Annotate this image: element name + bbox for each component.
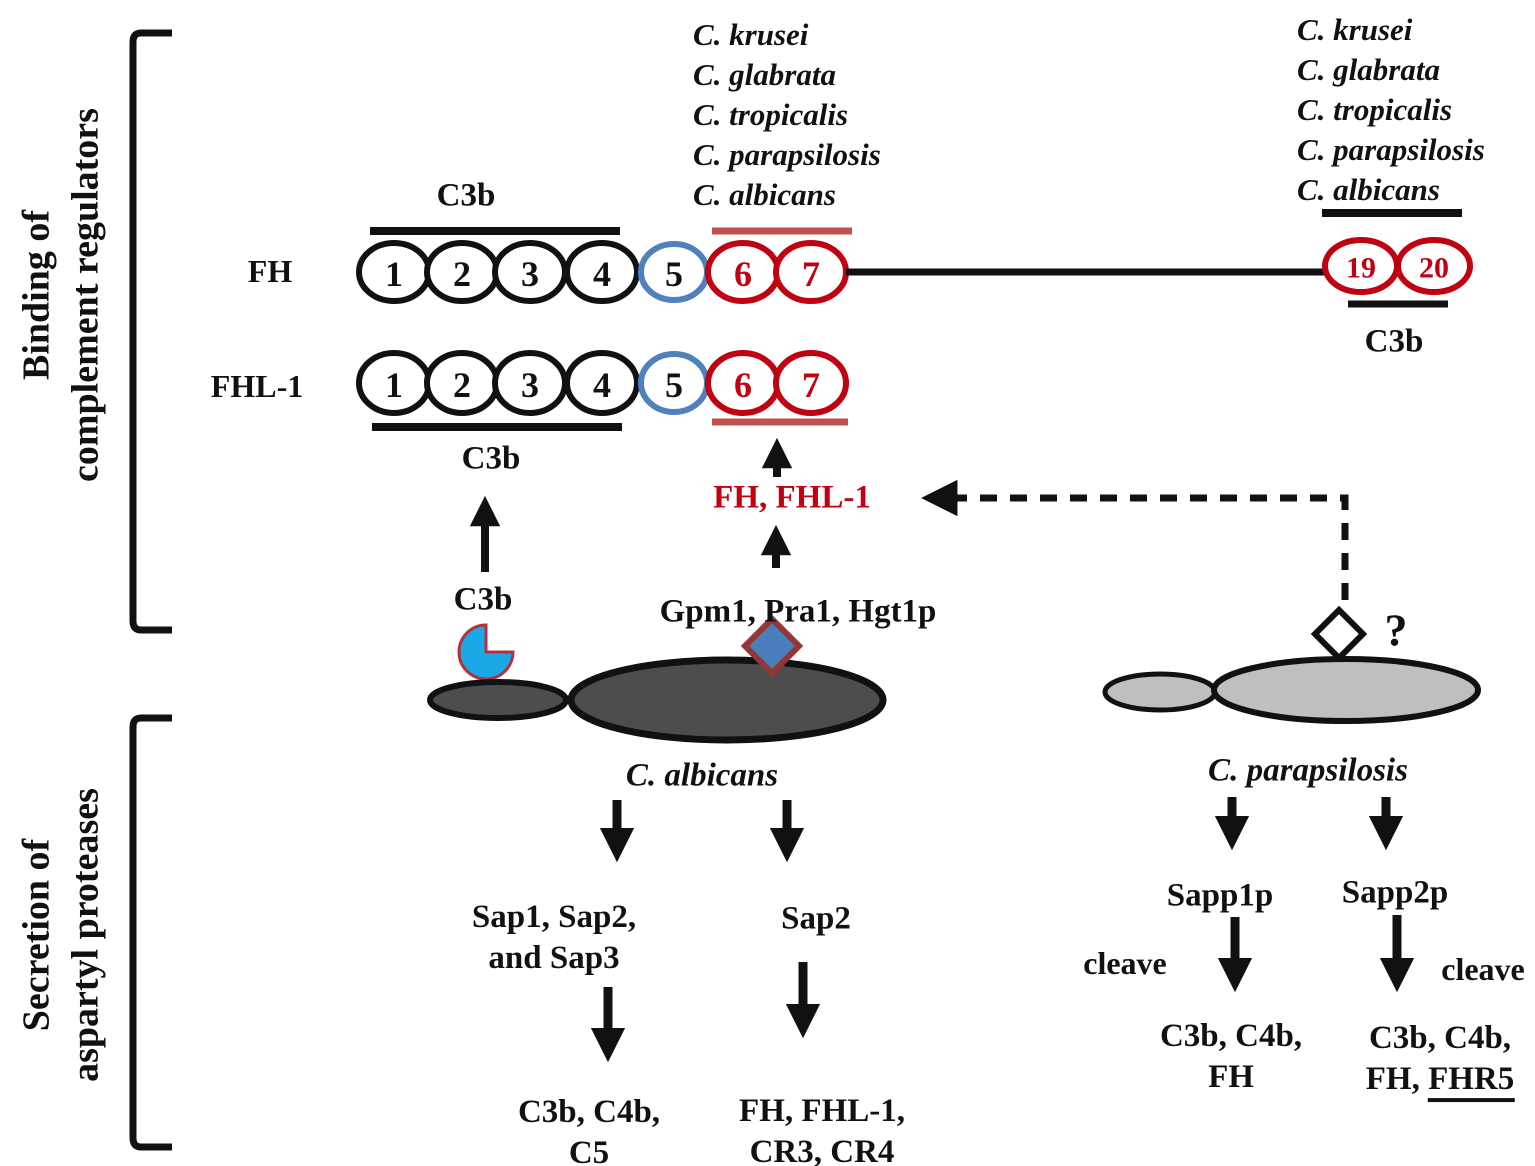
binding-section-title: Binding of complement regulators [13,108,112,482]
c3b-label-over-fh: C3b [436,177,496,214]
sap123-targets-line1: C3b, C4b, [517,1094,661,1131]
secretion-section-title-line1: Secretion of [15,838,58,1032]
sapp1p-targets-line2: FH [1208,1059,1254,1095]
fhl1-domain-5-number: 5 [665,365,683,405]
fh-domain-2-number: 2 [453,254,471,294]
sapp2p-targets-prefix: FH, [1365,1061,1429,1097]
binding-section-title-line2: complement regulators [65,108,107,482]
secretion-section-title: Secretion of aspartyl proteases [13,788,112,1082]
fh-domain-3-number: 3 [521,254,539,294]
fh-domain-1-number: 1 [385,254,403,294]
species-item: C. albicans [693,177,836,212]
sap123-label-line2: and Sap3 [488,940,620,976]
c3b-label-under-fhl1: C3b [461,440,521,477]
unknown-ligand-dashed-arrow [921,479,1349,600]
sap2-targets-line2: CR3, CR4 [749,1134,895,1166]
species-item: C. krusei [693,17,809,52]
binding-section-bracket [129,29,172,634]
c3b-label-cterm: C3b [1364,323,1424,360]
sap123-label: Sap1, Sap2, and Sap3 [472,897,636,979]
fh-domain-20-number: 20 [1419,252,1449,285]
sapp2p-targets-line1: C3b, C4b, [1368,1020,1512,1057]
species-item: C. glabrata [1297,52,1440,87]
fh-domain-4-number: 4 [593,254,611,294]
fh-domain-20 [1395,237,1473,295]
sapp2p-label: Sapp2p [1341,874,1449,911]
species-list-right: C. krusei C. glabrata C. tropicalis C. p… [1297,10,1485,210]
gpm1-pra1-hgt1p-label: Gpm1, Pra1, Hgt1p [659,593,937,630]
species-item: C. parapsilosis [1297,132,1485,167]
cleave-label-left: cleave [1083,945,1167,982]
fh-fhl1-red-label: FH, FHL-1 [713,479,871,516]
sap123-label-line1: Sap1, Sap2, [471,899,637,936]
fh-domain-7-number: 7 [802,254,820,294]
fhl1-row-label: FHL-1 [210,368,304,405]
fh-domain-5-number: 5 [665,254,683,294]
binding-section-title-line1: Binding of [15,209,58,381]
gpm1-pra1-hgt1p-diamond [740,614,804,678]
c-albicans-cell-label: C. albicans [625,757,779,794]
species-list-middle: C. krusei C. glabrata C. tropicalis C. p… [693,15,881,215]
species-item: C. glabrata [693,57,836,92]
sapp2p-targets-line2: FH, FHR5 [1365,1059,1515,1102]
sapp2p-targets-label: C3b, C4b, FH, FHR5 [1365,1018,1515,1102]
species-item: C. krusei [1297,12,1413,47]
sap123-targets-line2: C5 [568,1135,610,1166]
fhr5-underlined-text: FHR5 [1428,1061,1515,1102]
fhl1-domain-6-number: 6 [734,365,752,405]
cleave-label-right: cleave [1441,951,1525,988]
species-item: C. albicans [1297,172,1440,207]
sapp1p-targets-line1: C3b, C4b, [1159,1018,1303,1055]
secretion-section-bracket [129,714,172,1151]
fh-row-label: FH [247,253,293,290]
c-albicans-bud-cell [427,679,569,721]
species-item: C. tropicalis [693,97,849,132]
fhl1-domain-7-number: 7 [802,365,820,405]
c-parapsilosis-cell-label: C. parapsilosis [1208,752,1408,789]
sap2-targets-label: FH, FHL-1, CR3, CR4 [739,1091,905,1166]
unknown-ligand-question-mark: ? [1384,604,1408,656]
c-parapsilosis-mother-cell [1211,656,1481,724]
c3b-label-at-cell: C3b [453,581,513,618]
fhl1-domain-1-number: 1 [385,365,403,405]
sapp1p-label: Sapp1p [1166,877,1274,914]
species-item: C. parapsilosis [693,137,881,172]
c-albicans-mother-cell [567,656,887,744]
fh-domain-6-number: 6 [734,254,752,294]
sap2-label: Sap2 [781,900,851,937]
c-parapsilosis-bud-cell [1102,671,1218,713]
secretion-section-title-line2: aspartyl proteases [65,788,107,1082]
fhl1-domain-4-number: 4 [593,365,611,405]
fhl1-domain-2-number: 2 [453,365,471,405]
sap2-targets-line1: FH, FHL-1, [739,1093,905,1130]
species-item: C. tropicalis [1297,92,1453,127]
sapp1p-targets-label: C3b, C4b, FH [1160,1016,1302,1098]
fh-domain-19-number: 19 [1346,252,1376,285]
c3b-pacman-shape [457,623,515,681]
fhl1-domain-3-number: 3 [521,365,539,405]
sap123-targets-label: C3b, C4b, C5 [518,1092,660,1166]
unknown-ligand-diamond [1310,605,1368,663]
fhl1-domain-4 [564,350,640,416]
fh-domain-4 [564,240,640,304]
fhl1-domain-7 [773,350,849,416]
